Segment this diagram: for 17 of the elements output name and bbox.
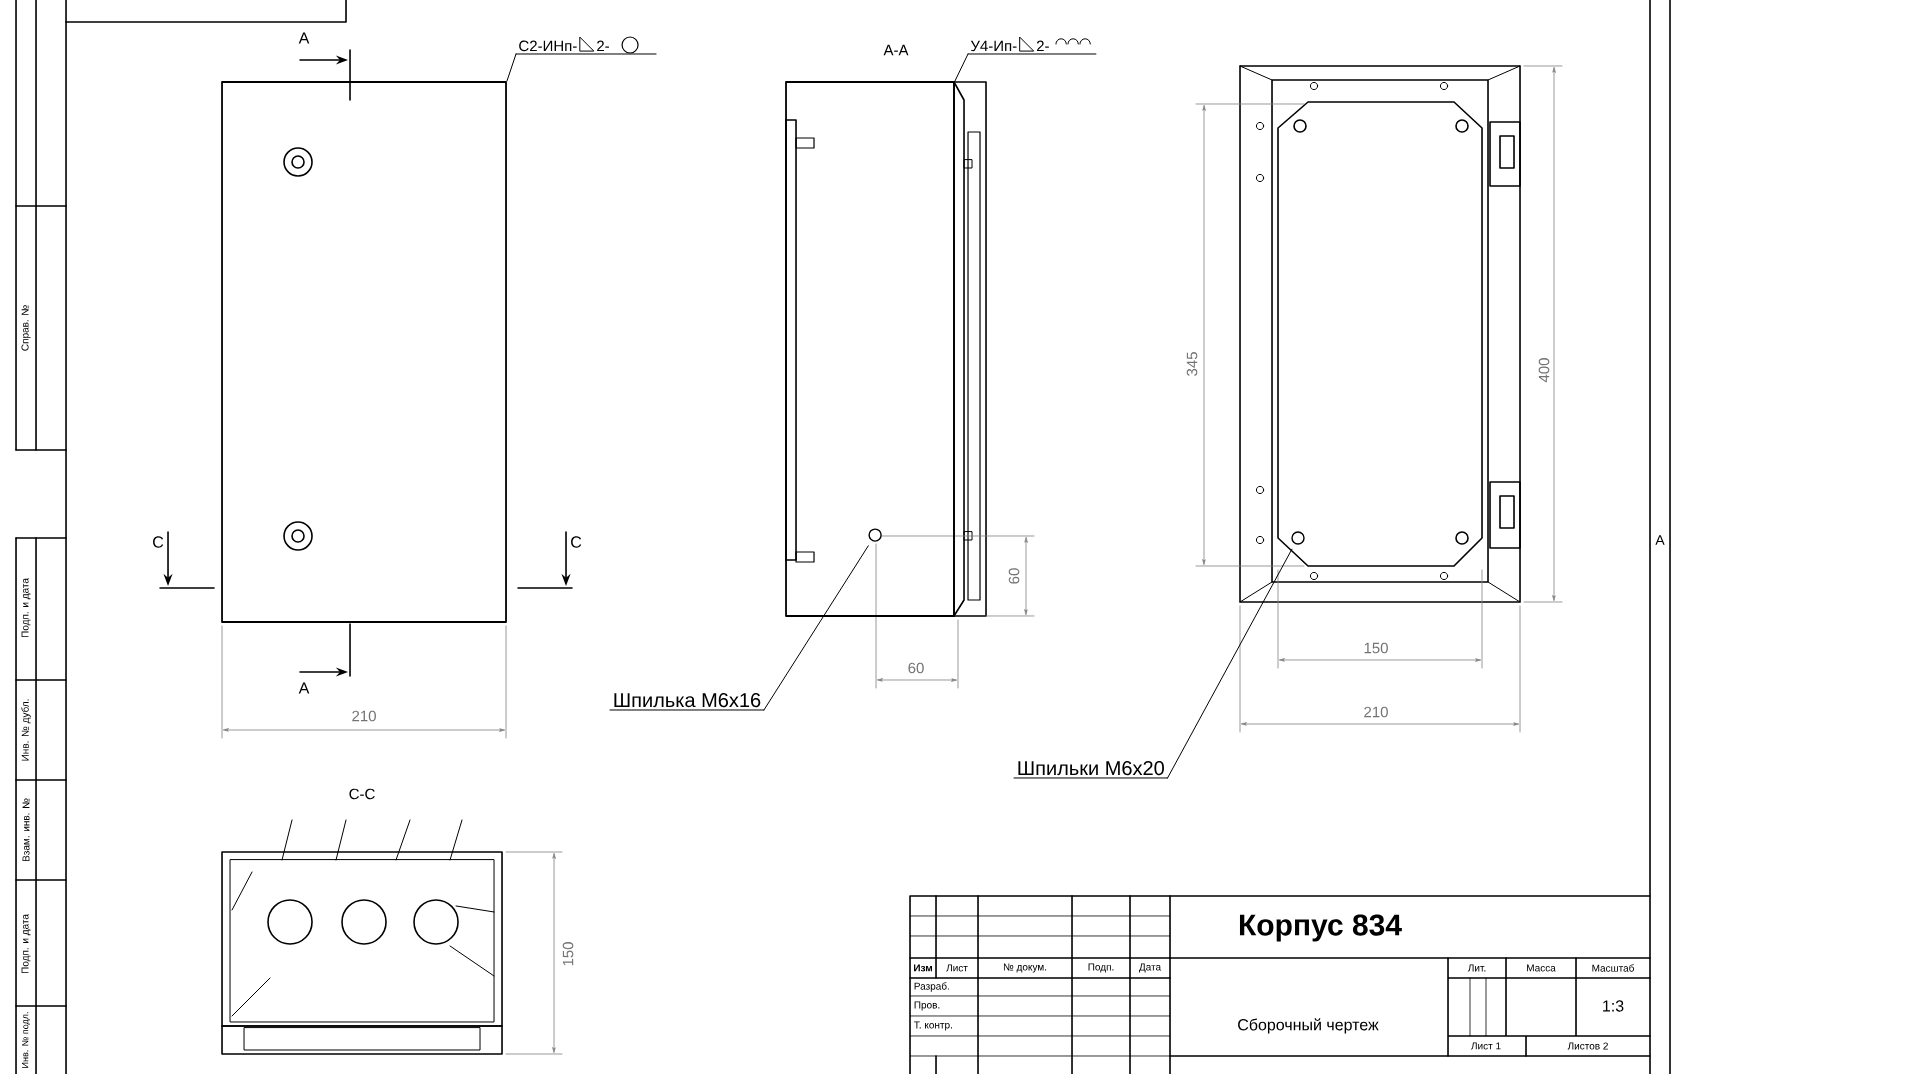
stud (868, 528, 882, 542)
document-title: Корпус 834 (1240, 914, 1402, 942)
document-type: Сборочный чертеж (1238, 1018, 1379, 1034)
section-letter: А (298, 32, 310, 44)
leader-line (506, 53, 517, 82)
section-letter: С (153, 536, 164, 548)
enclosure-body (785, 81, 955, 617)
leader-line (954, 53, 969, 82)
leader-line (763, 545, 869, 711)
section-letter: А (298, 682, 310, 694)
leader-line (1167, 548, 1293, 779)
callout-text: Шпилька М6х16 (609, 693, 765, 711)
stud (1291, 531, 1305, 545)
callout-text: Шпильки М6х20 (1013, 761, 1169, 779)
section-letter: С (571, 536, 582, 548)
door-view (221, 81, 507, 623)
scale-value: 1:3 (1603, 1000, 1624, 1012)
